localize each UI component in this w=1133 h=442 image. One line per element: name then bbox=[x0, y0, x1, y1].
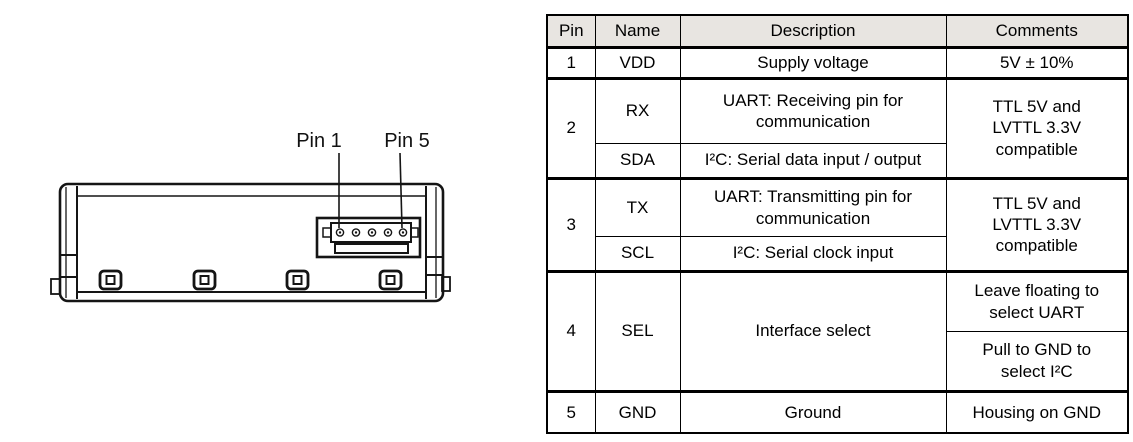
table-row-pin4-uart-option: 4 SEL Interface select Leave floating to… bbox=[546, 270, 1129, 393]
header-description: Description bbox=[679, 14, 947, 49]
header-name: Name bbox=[594, 14, 681, 49]
pin5-leader-line bbox=[399, 152, 403, 229]
pin4-number: 4 bbox=[546, 270, 596, 393]
table-row-pin1: 1 VDD Supply voltage 5V ± 10% bbox=[546, 46, 1129, 80]
left-mounting-tab bbox=[50, 278, 61, 295]
pin2-comments: TTL 5V and LVTTL 3.3V compatible bbox=[945, 77, 1129, 180]
mounting-foot bbox=[378, 269, 403, 291]
device-right-cap bbox=[425, 186, 451, 299]
table-row-pin5: 5 GND Ground Housing on GND bbox=[546, 390, 1129, 434]
pin1-name: VDD bbox=[594, 46, 681, 80]
pin-description-table: Pin Name Description Comments 1 VDD Supp… bbox=[546, 14, 1129, 434]
mounting-foot bbox=[98, 269, 123, 291]
right-mounting-tab bbox=[441, 276, 451, 292]
pin3-description-i2c: I²C: Serial clock input bbox=[679, 235, 947, 273]
pin3-comments: TTL 5V and LVTTL 3.3V compatible bbox=[945, 177, 1129, 273]
pin3-description-uart: UART: Transmitting pin for communication bbox=[679, 177, 947, 237]
table-header-row: Pin Name Description Comments bbox=[546, 14, 1129, 49]
pin1-label: Pin 1 bbox=[296, 130, 342, 152]
pin2-name-uart: RX bbox=[594, 77, 681, 144]
pin1-comments: 5V ± 10% bbox=[945, 46, 1129, 80]
table-row-pin3-uart: 3 TX UART: Transmitting pin for communic… bbox=[546, 177, 1129, 273]
header-pin: Pin bbox=[546, 14, 596, 49]
pin4-description: Interface select bbox=[679, 270, 947, 393]
connector-left-latch bbox=[322, 227, 332, 238]
connector-pins bbox=[335, 228, 408, 237]
table-row-pin2-i2c: SDA I²C: Serial data input / output bbox=[547, 142, 1128, 180]
table-row-pin2-uart: 2 RX UART: Receiving pin for communicati… bbox=[546, 77, 1129, 180]
pin2-number: 2 bbox=[546, 77, 596, 180]
device-left-cap bbox=[50, 186, 78, 299]
pin2-description-uart: UART: Receiving pin for communication bbox=[679, 77, 947, 144]
pin1-description: Supply voltage bbox=[679, 46, 947, 80]
connector-housing bbox=[315, 216, 422, 259]
connector-slot bbox=[334, 243, 409, 254]
connector-right-latch bbox=[410, 227, 419, 238]
pin2-name-i2c: SDA bbox=[594, 142, 681, 180]
device-diagram: Pin 1 Pin 5 bbox=[50, 130, 451, 303]
mounting-foot bbox=[192, 269, 217, 291]
pin5-name: GND bbox=[594, 390, 681, 434]
pin5-description: Ground bbox=[679, 390, 947, 434]
pin1-number: 1 bbox=[546, 46, 596, 80]
mounting-foot bbox=[285, 269, 310, 291]
pin2-description-i2c: I²C: Serial data input / output bbox=[679, 142, 947, 180]
table-row-pin3-i2c: SCL I²C: Serial clock input bbox=[547, 235, 1128, 273]
pin3-number: 3 bbox=[546, 177, 596, 273]
table-row-pin4-i2c-option: Pull to GND to select I²C bbox=[547, 330, 1129, 393]
pin3-name-uart: TX bbox=[594, 177, 681, 237]
pin4-name: SEL bbox=[594, 270, 681, 393]
pin5-comments: Housing on GND bbox=[945, 390, 1129, 434]
pin4-comments-i2c: Pull to GND to select I²C bbox=[945, 330, 1129, 393]
header-comments: Comments bbox=[945, 14, 1129, 49]
pin3-name-i2c: SCL bbox=[594, 235, 681, 273]
connector-5pin bbox=[315, 216, 422, 259]
pin4-comments-uart: Leave floating to select UART bbox=[945, 270, 1129, 332]
pin5-label: Pin 5 bbox=[384, 130, 430, 152]
device-body-outline bbox=[58, 182, 445, 303]
pin5-number: 5 bbox=[546, 390, 596, 434]
mounting-feet bbox=[98, 269, 403, 291]
